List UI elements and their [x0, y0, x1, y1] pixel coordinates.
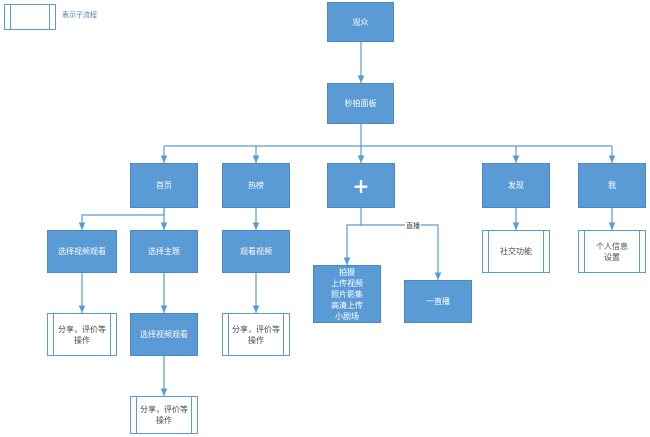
node-social: 社交功能: [482, 230, 550, 273]
edge-home-select-video: [78, 208, 165, 230]
node-hot: 热榜: [222, 163, 290, 208]
node-watch-video: 观看视频: [222, 230, 290, 273]
node-select-topic: 选择主题: [130, 230, 198, 273]
edge-label-live: 直播: [405, 221, 421, 231]
edge-plus-live: [361, 224, 442, 280]
legend-subprocess-sample: [4, 4, 56, 30]
node-select-video-2: 选择视频观看: [130, 313, 198, 356]
node-discover: 发现: [482, 163, 550, 208]
node-live: 一直播: [404, 280, 472, 323]
node-me: 我: [578, 163, 646, 208]
edge-plus-shoot: [343, 208, 362, 265]
node-share-1: 分享，评价等 操作: [47, 313, 117, 356]
node-panel: 秒拍面板: [327, 83, 394, 124]
node-personal-settings: 个人信息 设置: [578, 230, 646, 273]
node-home: 首页: [130, 163, 198, 208]
node-shoot-list: 拍摄 上传视频 照片影集 高清上传 小剧场: [313, 265, 381, 323]
legend-label: 表示子流程: [62, 11, 97, 19]
node-share-3: 分享，评价等 操作: [130, 396, 198, 434]
node-select-video-1: 选择视频观看: [47, 230, 117, 273]
node-share-2: 分享，评价等 操作: [222, 313, 290, 356]
node-plus: +: [327, 163, 395, 208]
node-audience: 观众: [327, 2, 394, 42]
